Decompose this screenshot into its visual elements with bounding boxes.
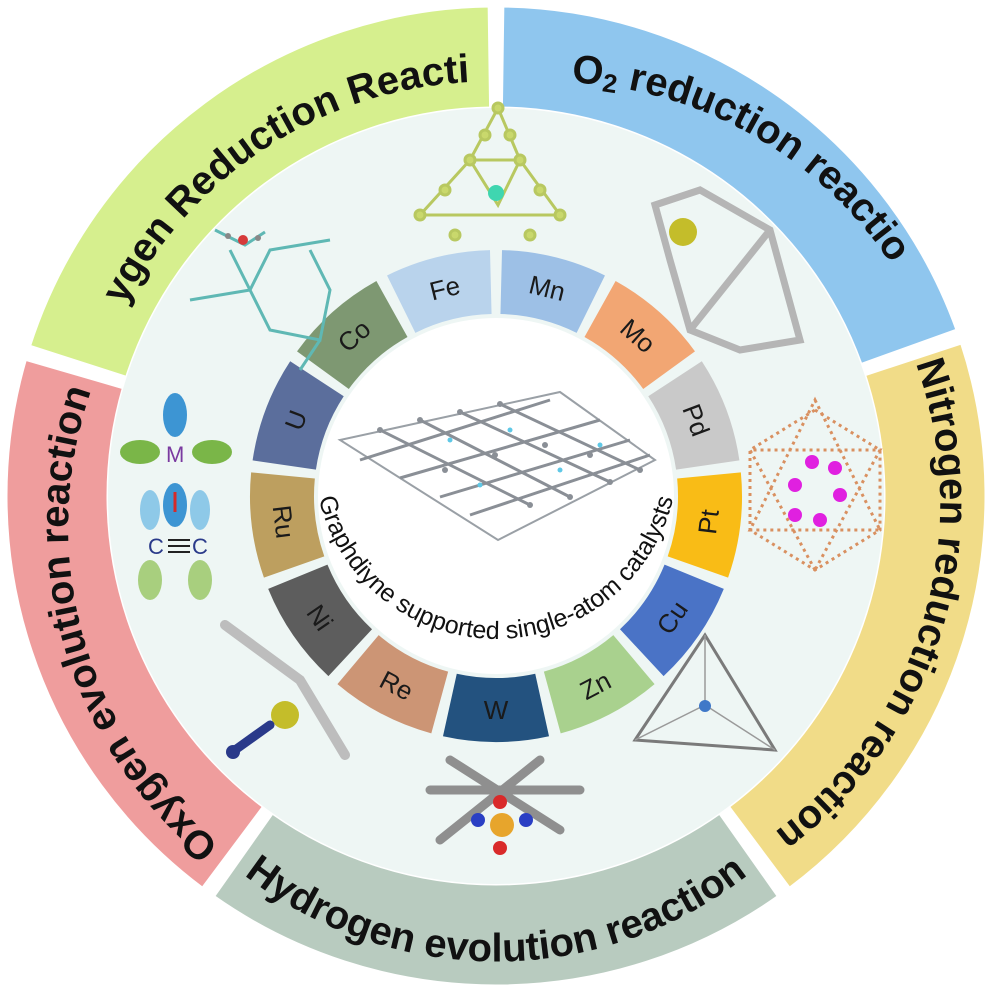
- element-label-fe: Fe: [426, 270, 463, 306]
- element-sector-u: [252, 361, 344, 470]
- oer-lower-structure: [220, 620, 350, 760]
- element-sector-fe: [387, 250, 492, 333]
- co2rr-structure: [650, 186, 805, 354]
- svg-text:M: M: [166, 442, 184, 467]
- graphdiyne-sheet: [337, 390, 657, 542]
- nrr-lower-structure: [632, 632, 778, 752]
- element-sector-mn: [500, 250, 605, 333]
- element-sector-re: [337, 635, 449, 734]
- her-structure: [425, 755, 585, 855]
- co2rr-top-structure: [413, 101, 567, 242]
- element-sector-co: [297, 281, 408, 389]
- center-disc: [318, 318, 674, 674]
- element-sector-ru: [249, 472, 325, 578]
- element-sector-ni: [268, 564, 373, 677]
- element-sector-pt: [667, 472, 742, 578]
- element-sector-pd: [648, 361, 740, 470]
- element-sector-cu: [619, 564, 724, 677]
- element-sector-w: [442, 673, 550, 742]
- oer-orbital-scheme: M C C: [120, 393, 232, 600]
- element-sector-zn: [543, 635, 655, 734]
- element-label-ru: Ru: [267, 503, 301, 540]
- element-sector-mo: [584, 281, 695, 389]
- orr-structure: [189, 228, 332, 371]
- element-label-w: W: [484, 695, 509, 725]
- svg-text:C: C: [148, 534, 164, 559]
- svg-text:C: C: [192, 534, 208, 559]
- nrr-structure: [747, 396, 883, 574]
- element-label-pt: Pt: [692, 507, 725, 536]
